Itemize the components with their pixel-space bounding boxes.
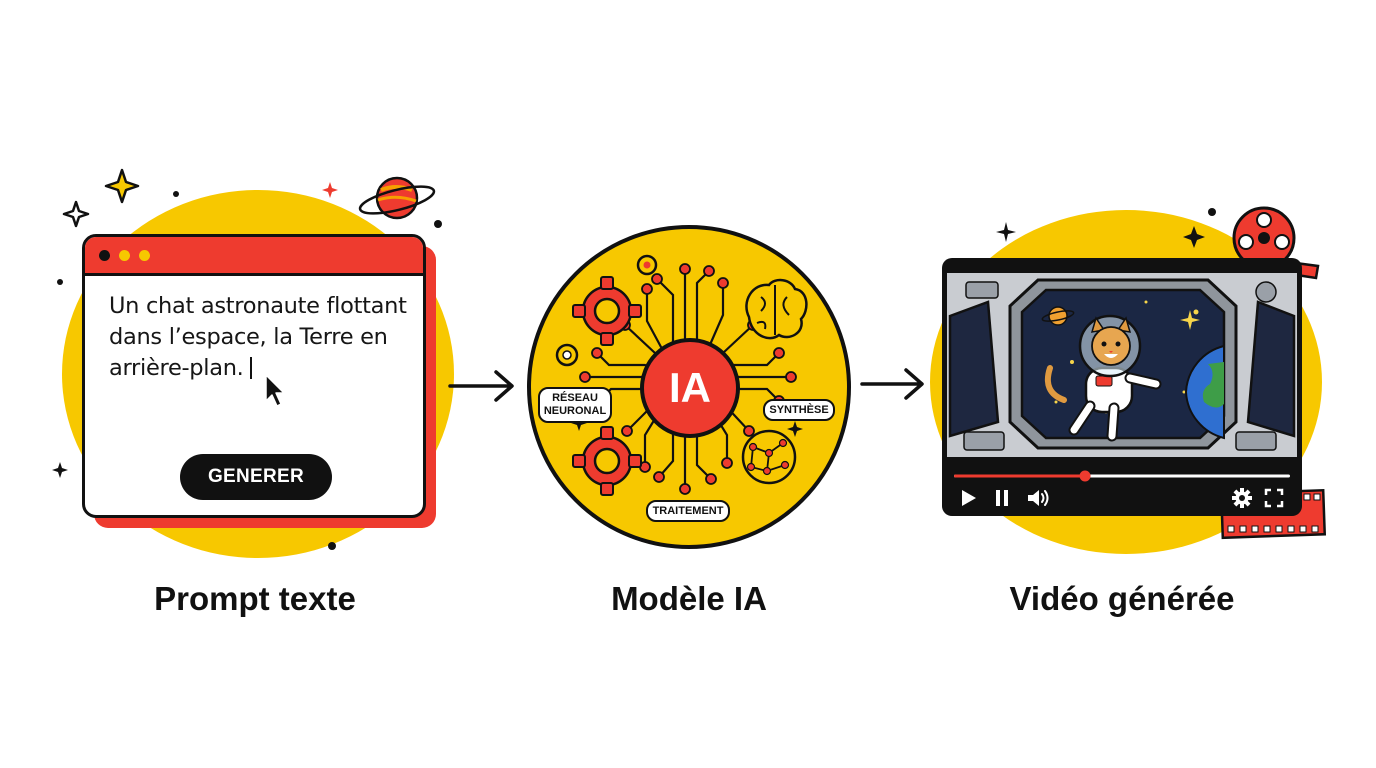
- window-dot-icon: [119, 249, 130, 261]
- video-frame: [946, 272, 1298, 458]
- pause-icon[interactable]: [994, 489, 1010, 507]
- sparkle-icon: [787, 421, 803, 437]
- sparkle-icon: [571, 415, 587, 431]
- prompt-text-line: Un chat astronaute flottant: [109, 293, 407, 319]
- dot-icon: [57, 279, 63, 285]
- sparkle-icon: [996, 222, 1016, 242]
- ai-circuit-diagram: [555, 254, 808, 496]
- prompt-text-line: arrière-plan.: [109, 355, 244, 381]
- caption-model: Modèle IA: [611, 580, 767, 617]
- prompt-textarea[interactable]: Un chat astronaute flottant dans l’espac…: [109, 291, 419, 384]
- gear-icon: [555, 343, 579, 367]
- sparkle-icon: [104, 168, 140, 204]
- sparkle-icon: [1183, 226, 1205, 248]
- tag-synthesis: SYNTHÈSE: [763, 399, 835, 421]
- text-caret: [249, 357, 252, 379]
- prompt-text-line: dans l’espace, la Terre en: [109, 324, 388, 350]
- volume-icon[interactable]: [1026, 488, 1050, 508]
- planet-icon: [358, 176, 436, 220]
- prompt-window: Un chat astronaute flottant dans l’espac…: [82, 234, 426, 518]
- generate-button[interactable]: GENERER: [180, 454, 332, 500]
- progress-bar[interactable]: [954, 470, 1290, 482]
- video-decor: [996, 208, 1216, 248]
- arrow-right-icon: [448, 370, 514, 402]
- gear-icon: [572, 276, 642, 346]
- tag-label: RÉSEAU: [552, 392, 598, 404]
- dot-icon: [328, 542, 336, 550]
- settings-gear-icon[interactable]: [1232, 488, 1252, 508]
- cat-astronaut-figure: [1044, 314, 1162, 442]
- sparkle-icon: [52, 462, 68, 478]
- video-controls: [942, 458, 1302, 516]
- brain-icon: [745, 278, 808, 340]
- prompt-window-titlebar: [85, 237, 423, 276]
- progress-fill: [954, 474, 1086, 478]
- tag-neural-network: RÉSEAU NEURONAL: [538, 387, 612, 423]
- sparkle-icon: [62, 200, 90, 228]
- fullscreen-icon[interactable]: [1264, 488, 1284, 508]
- prompt-decor: [52, 168, 442, 550]
- dot-icon: [173, 191, 179, 197]
- gear-icon: [636, 254, 658, 276]
- caption-prompt: Prompt texte: [154, 580, 356, 617]
- window-dot-icon: [99, 249, 110, 261]
- gear-icon: [572, 426, 642, 496]
- tag-label: NEURONAL: [543, 405, 607, 417]
- prompt-text-line: arrière-plan.: [109, 353, 419, 384]
- tag-processing: TRAITEMENT: [646, 500, 730, 522]
- dot-icon: [434, 220, 442, 228]
- arrow-right-icon: [860, 368, 924, 400]
- progress-knob: [1079, 470, 1091, 482]
- dot-icon: [1208, 208, 1216, 216]
- network-globe-icon: [741, 429, 797, 485]
- play-icon[interactable]: [960, 488, 978, 508]
- sparkle-icon: [322, 182, 338, 198]
- video-player[interactable]: [942, 258, 1302, 516]
- mouse-cursor-icon: [265, 374, 285, 407]
- window-dot-icon: [139, 249, 150, 261]
- prompt-text-line: dans l’espace, la Terre en: [109, 322, 419, 353]
- caption-video: Vidéo générée: [1009, 580, 1235, 617]
- ai-core-badge: IA: [640, 338, 740, 438]
